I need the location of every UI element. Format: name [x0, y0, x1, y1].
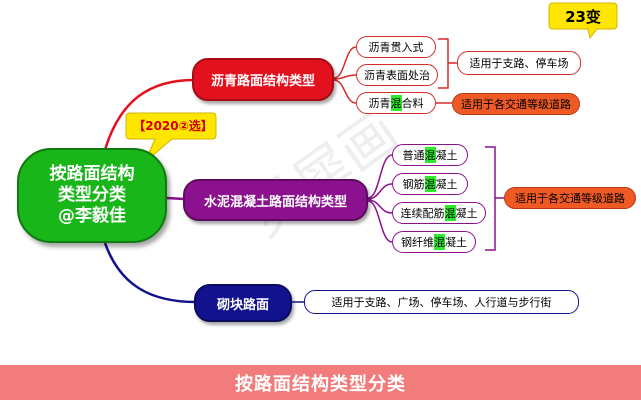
link-central-block [103, 242, 197, 304]
change-tag: 23变 [565, 8, 601, 26]
leaf-text-post: 凝土 [455, 207, 478, 220]
leaf-text-pre: 连续配筋 [400, 207, 445, 220]
leaf-text: 沥青贯入式 [368, 41, 424, 54]
link-cement-leaf1 [367, 154, 393, 199]
leaf-text-highlight: 混 [434, 234, 445, 250]
cement-leaf-steel-fiber: 钢纤维混凝土 [392, 231, 476, 253]
leaf-text-pre: 钢纤维 [401, 236, 434, 249]
leaf-text-highlight: 混 [390, 95, 402, 111]
asphalt-leaf-surface-treatment: 沥青表面处治 [356, 64, 438, 86]
link-asphalt-leaf3 [333, 79, 357, 104]
cement-leaf-reinforced: 钢筋混凝土 [392, 173, 468, 195]
asphalt-leaf-mixture: 沥青混合料 [356, 92, 436, 114]
link-central-cement [165, 196, 186, 201]
cement-note: 适用于各交通等级道路 [504, 187, 636, 209]
cement-leaf-plain: 普通混凝土 [392, 144, 468, 166]
leaf-text-highlight: 混 [424, 147, 436, 163]
cement-bracket [485, 146, 504, 251]
change-callout-bubble [548, 2, 618, 40]
asphalt-group-note: 适用于支路、停车场 [457, 51, 581, 75]
asphalt-leaf-penetration: 沥青贯入式 [356, 36, 436, 58]
link-cement-leaf3 [367, 199, 393, 214]
exam-tag: 【2020②选】 [133, 119, 213, 133]
branch-block: 砌块路面 [194, 284, 292, 322]
link-central-asphalt [103, 78, 195, 151]
link-cement-leaf4 [367, 200, 393, 243]
central-line-2: 类型分类 [58, 185, 126, 205]
asphalt-bracket [438, 38, 457, 89]
leaf-text-post: 合料 [401, 97, 424, 110]
leaf-text-highlight: 混 [444, 205, 456, 221]
branch-asphalt: 沥青路面结构类型 [192, 58, 334, 101]
exam-callout-bubble [125, 112, 217, 163]
link-cement-leaf2 [367, 183, 393, 200]
branch-cement: 水泥混凝土路面结构类型 [183, 179, 368, 221]
leaf-text-post: 凝土 [435, 149, 458, 162]
leaf-text-highlight: 混 [424, 176, 436, 192]
link-asphalt-leaf2 [333, 74, 357, 80]
central-topic: 按路面结构 类型分类 @李毅佳 [17, 148, 167, 243]
cement-leaf-continuous: 连续配筋混凝土 [392, 202, 486, 224]
link-asphalt-leaf1 [333, 46, 357, 79]
leaf-text-pre: 沥青 [368, 97, 391, 110]
asphalt-mix-note: 适用于各交通等级道路 [452, 93, 580, 115]
block-note: 适用于支路、广场、停车场、人行道与步行街 [304, 290, 579, 314]
leaf-text-pre: 钢筋 [402, 178, 425, 191]
footer-title-banner: 按路面结构类型分类 [0, 365, 641, 400]
leaf-text-post: 凝土 [445, 236, 467, 249]
leaf-text-post: 凝土 [435, 178, 458, 191]
central-line-1: 按路面结构 [49, 164, 135, 184]
central-line-3: @李毅佳 [58, 206, 126, 226]
leaf-text: 沥青表面处治 [364, 69, 430, 82]
leaf-text-pre: 普通 [402, 149, 425, 162]
